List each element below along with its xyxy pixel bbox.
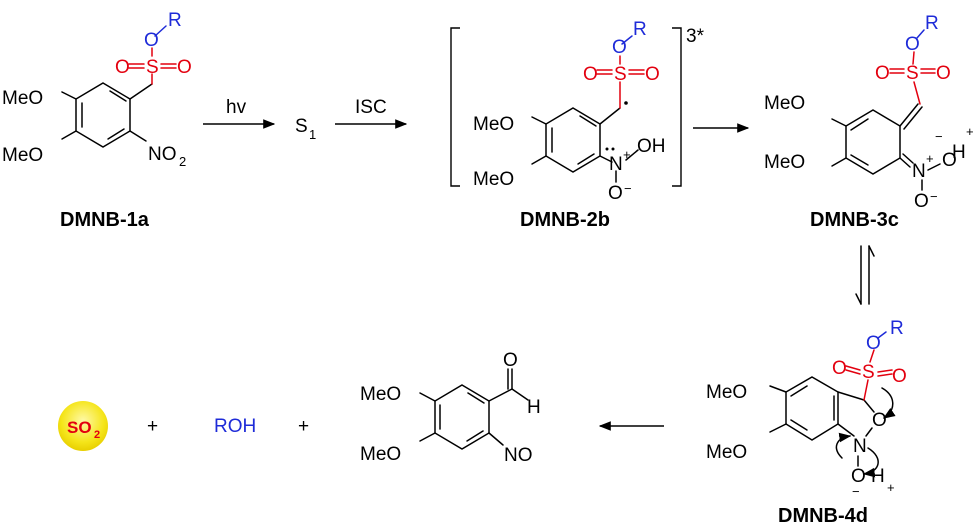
sulfonyl-oxygen-label: O [875,63,890,84]
roh-label: ROH [214,416,256,437]
plus-charge: + [887,480,895,495]
minus-charge: − [935,129,943,144]
ester-oxygen-label: O [905,34,920,55]
sulfonyl-oxygen-label: O [177,57,192,78]
methoxy-label: MeO [706,442,747,463]
sulfur-label: S [146,57,159,78]
methoxy-label: MeO [2,145,43,166]
radical-dot [624,101,628,105]
electron-push-arrow [881,387,896,419]
methoxy-label: MeO [360,384,401,405]
so2-label: SO [67,418,92,437]
left-bracket [450,27,460,187]
r-group-label: R [925,13,939,34]
benzene-ring [785,376,839,441]
molecule-nitrosobenzaldehyde: MeO MeO O H NO [360,350,541,466]
ester-oxygen-label: O [866,333,881,354]
electron-push-arrow [862,447,879,478]
methoxy-label: MeO [473,169,514,190]
oxide-label: O [608,183,623,204]
right-bracket [672,27,682,187]
methoxy-label: MeO [764,152,805,173]
sulfur-label: S [862,362,875,383]
plus-charge: + [926,151,934,166]
electron-push-arrow [835,432,852,459]
ring-oxygen-label: O [872,410,887,431]
hv-label: hv [226,97,247,118]
sulfonyl-oxygen-label: O [645,64,660,85]
plus-sign: + [147,416,158,437]
sulfonyl-oxygen-label: O [936,63,951,84]
ester-oxygen-label: O [612,37,627,58]
aldehyde-oxygen-label: O [503,350,518,371]
methoxy-label: MeO [706,382,747,403]
singlet-state-label: S [295,116,308,137]
methoxy-label: MeO [764,93,805,114]
methoxy-label: MeO [2,88,43,109]
equilibrium-arrow [855,245,875,305]
hydroxyl-label: OH [637,136,666,157]
nitrogen-label: N [853,436,867,457]
nitrogen-label: N [609,154,623,175]
sulfonyl-oxygen-label: O [892,366,907,387]
benzene-ring [545,107,601,173]
nitrogen-label: N [912,161,926,182]
molecule-dmnb-3c: MeO MeO N + O − O − H + S O O O R [764,13,974,212]
r-group-label: R [890,318,904,339]
molecule-dmnb-4d: MeO MeO O N O − H + S O O O R [706,318,907,499]
benzene-ring [434,384,490,450]
minus-charge: − [624,181,632,196]
sulfur-dioxide-product: SO 2 [58,401,108,451]
so2-subscript: 2 [94,429,100,441]
minus-charge: − [852,484,860,499]
benzene-ring [75,82,131,148]
nitro-label: NO [148,144,177,165]
isc-label: ISC [355,97,387,118]
sulfonyl-oxygen-label: O [832,358,847,379]
proton-label: H [871,466,885,487]
so2-highlight-circle [58,401,108,451]
r-group-label: R [168,10,182,31]
molecule-dmnb-2b: MeO MeO N + OH O − S O O O R [473,19,666,204]
compound-label-dmnb-3c: DMNB-3c [810,209,899,231]
methoxy-label: MeO [360,444,401,465]
sulfonyl-oxygen-label: O [115,57,130,78]
singlet-subscript: 1 [309,127,316,142]
methoxy-label: MeO [473,114,514,135]
plus-sign: + [298,416,309,437]
nitro-subscript: 2 [179,154,186,169]
quinoid-ring [845,109,901,175]
minus-charge: − [930,189,938,204]
sulfonyl-oxygen-label: O [583,64,598,85]
compound-label-dmnb-1a: DMNB-1a [60,209,150,231]
molecule-dmnb-1a: MeO MeO NO 2 S O O O R [2,10,192,169]
compound-label-dmnb-2b: DMNB-2b [520,209,610,231]
aldehyde-hydrogen-label: H [527,397,541,418]
plus-charge: + [623,147,631,162]
proton-label: H [952,142,966,163]
oxide-label: O [942,150,957,171]
oxide-label: O [914,191,929,212]
plus-charge: + [966,124,974,139]
compound-label-dmnb-4d: DMNB-4d [778,505,868,527]
r-group-label: R [633,19,647,40]
sulfur-label: S [614,64,627,85]
nitroso-label: NO [504,445,533,466]
triplet-label: 3* [686,26,705,47]
sulfur-label: S [906,63,919,84]
ester-oxygen-label: O [144,30,159,51]
hydroxyl-oxygen-label: O [851,466,866,487]
